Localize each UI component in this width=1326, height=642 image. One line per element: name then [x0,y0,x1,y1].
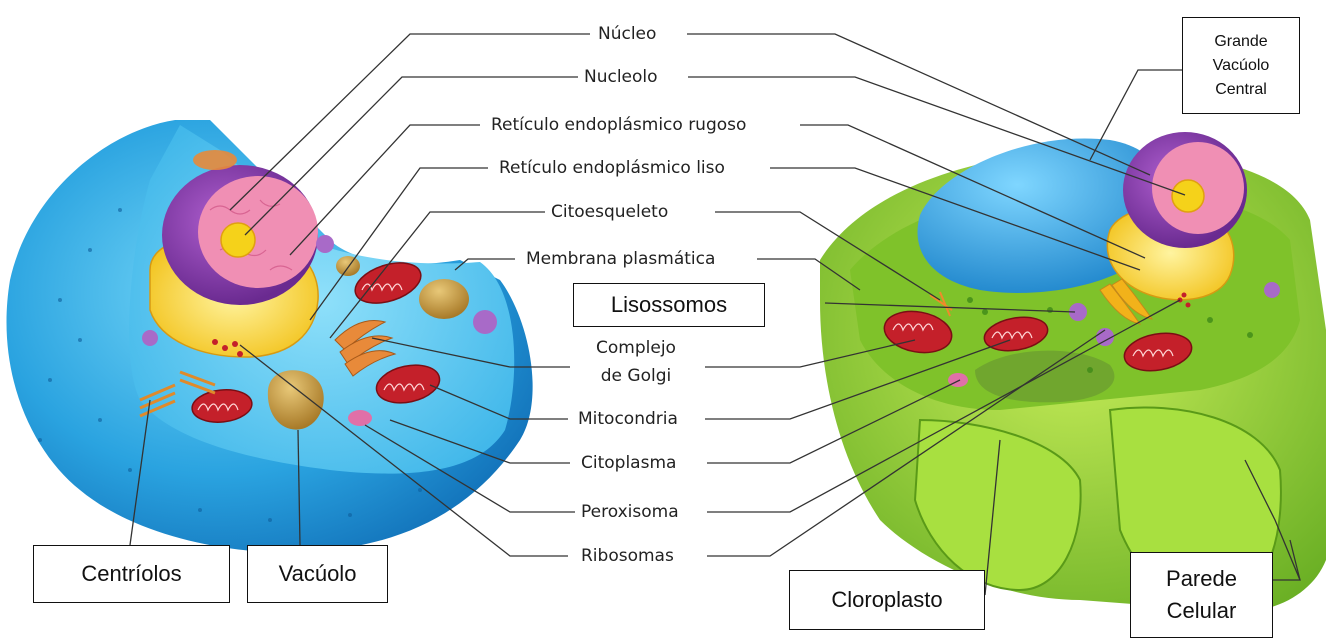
animal-cell [6,120,532,553]
label-cloroplasto-text: Cloroplasto [831,587,942,613]
label-golgi: Complejo de Golgi [575,334,697,390]
label-centriolos-text: Centríolos [81,561,181,587]
plant-nucleus [1123,132,1247,248]
label-golgi-line2: de Golgi [581,362,691,390]
plant-cell [820,132,1326,613]
animal-nucleolus [221,223,255,257]
label-mitocondria: Mitocondria [572,408,684,430]
label-parede-celular: Parede Celular [1130,552,1273,638]
plant-nucleolus [1172,180,1204,212]
label-cloroplasto: Cloroplasto [789,570,985,630]
animal-peroxisome [348,410,372,426]
label-vacuolo-text: Vacúolo [279,561,357,587]
label-grande-line3: Central [1215,78,1267,102]
label-citoesqueleto: Citoesqueleto [545,201,674,223]
label-lisossomos: Lisossomos [573,283,765,327]
label-nucleolo: Nucleolo [578,66,664,88]
label-parede-line1: Parede [1166,563,1237,595]
label-grande-line2: Vacúolo [1213,54,1270,78]
label-lisossomos-text: Lisossomos [611,292,727,318]
label-ribosomas: Ribosomas [575,545,680,567]
label-rer: Retículo endoplásmico rugoso [485,114,752,136]
label-parede-line2: Celular [1167,595,1237,627]
label-vacuolo: Vacúolo [247,545,388,603]
label-peroxisoma: Peroxisoma [575,501,685,523]
label-grande-line1: Grande [1214,30,1267,54]
label-centriolos: Centríolos [33,545,230,603]
label-nucleo: Núcleo [592,23,662,45]
label-grande-vacuolo-central: Grande Vacúolo Central [1182,17,1300,114]
label-citoplasma: Citoplasma [575,452,682,474]
label-rel: Retículo endoplásmico liso [493,157,731,179]
label-membrana: Membrana plasmática [520,248,721,270]
label-golgi-line1: Complejo [581,334,691,362]
